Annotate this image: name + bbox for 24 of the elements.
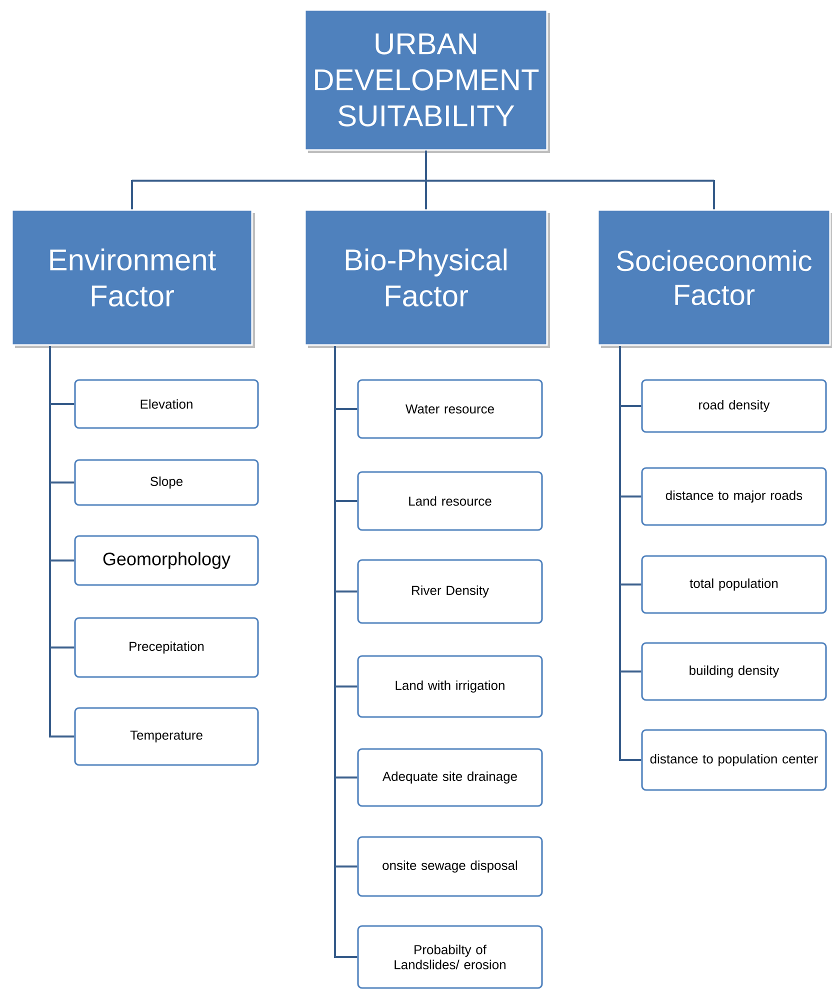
factor-box: Adequate site drainage (357, 748, 543, 807)
factor-box: road density (641, 379, 827, 433)
top-box: Environment Factor (11, 209, 255, 348)
factor-box: distance to major roads (641, 467, 827, 526)
factor-box: Elevation (74, 379, 259, 429)
factor-box: Precepitation (74, 617, 259, 678)
factor-box: Water resource (357, 379, 543, 439)
factor-box: distance to population center (641, 729, 827, 791)
top-box: Bio-Physical Factor (304, 209, 550, 348)
top-box: URBAN DEVELOPMENT SUITABILITY (304, 9, 550, 153)
factor-box: Probabilty of Landslides/ erosion (357, 925, 543, 989)
factor-box: Temperature (74, 707, 259, 766)
factor-box: Slope (74, 459, 259, 506)
factor-box: Geomorphology (74, 535, 259, 586)
top-box: Socioeconomic Factor (597, 209, 832, 348)
factor-box: Land with irrigation (357, 655, 543, 718)
factor-box: onsite sewage disposal (357, 836, 543, 897)
connector-line (619, 346, 642, 761)
factor-box: total population (641, 555, 827, 614)
connector-line (49, 346, 74, 738)
connector-line (425, 150, 715, 210)
factor-box: building density (641, 642, 827, 701)
factor-box: Land resource (357, 471, 543, 531)
factor-box: River Density (357, 559, 543, 624)
